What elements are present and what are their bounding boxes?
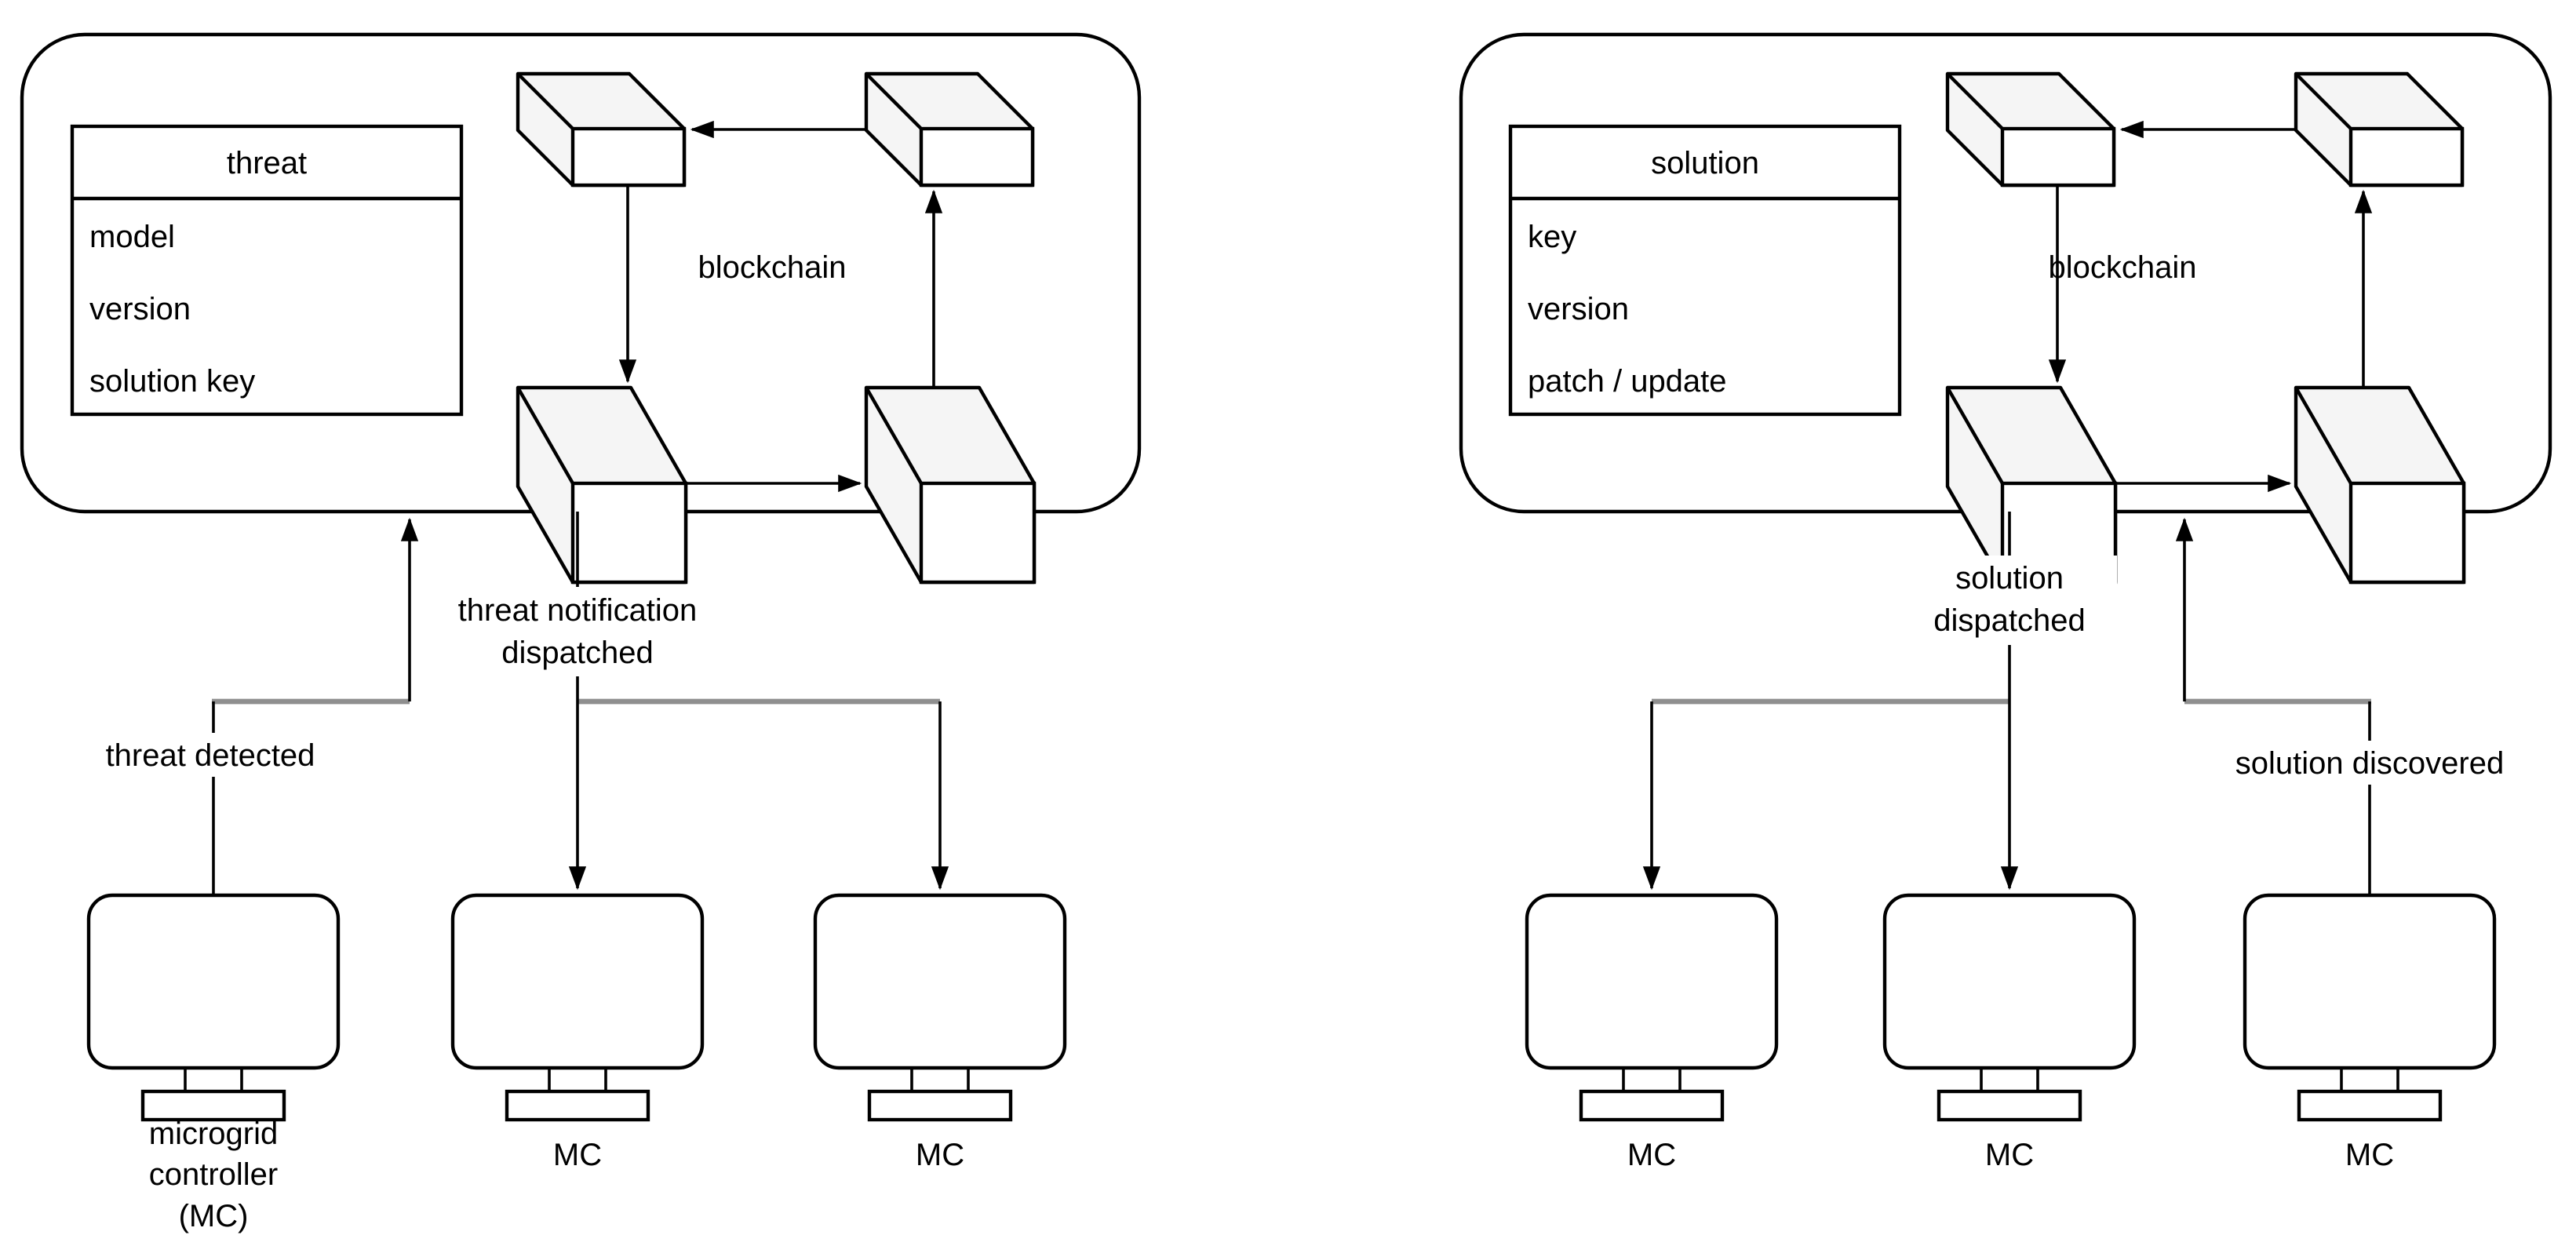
threat-notification-label-line1: threat notification <box>458 593 698 628</box>
monitor-mc6: MC <box>2243 893 2497 1172</box>
left-diagram: threat model version solution key <box>20 32 1142 1233</box>
monitor-screen <box>1882 893 2137 1070</box>
solution-table-row-key: key <box>1528 220 1576 254</box>
monitor-label-line2: controller <box>149 1157 279 1192</box>
threat-table-box <box>70 124 464 417</box>
monitor-label: MC <box>553 1138 602 1172</box>
right-diagram: solution key version patch / update <box>1459 32 2552 1172</box>
monitor-mc4: MC <box>1525 893 1779 1172</box>
right-blockchain-label: blockchain <box>2048 250 2196 285</box>
block-cube <box>864 71 1035 188</box>
solution-table-title: solution <box>1651 146 1759 180</box>
threat-table-row-solution-key: solution key <box>89 364 255 399</box>
monitor-base <box>505 1089 650 1122</box>
left-blockchain-cubes: blockchain <box>516 71 1037 585</box>
monitor-screen <box>813 893 1067 1070</box>
monitor-mc3: MC <box>813 893 1067 1172</box>
block-cube <box>1945 71 2116 188</box>
solution-table-box <box>1508 124 1902 417</box>
threat-record-table: threat model version solution key <box>70 124 464 417</box>
monitor-mc5: MC <box>1882 893 2137 1172</box>
block-cube <box>516 385 688 585</box>
left-connectors: threat detected threat notification disp… <box>91 512 940 895</box>
right-connectors: solution dispatched solution discovered <box>1652 512 2514 895</box>
label-backdrop <box>2227 741 2514 785</box>
monitor-screen <box>86 893 341 1070</box>
monitor-label: MC <box>1627 1138 1676 1172</box>
threat-notification-label-line2: dispatched <box>501 636 653 670</box>
solution-table-row-version: version <box>1528 292 1629 326</box>
block-cube <box>864 385 1037 585</box>
block-cube <box>2294 385 2466 585</box>
solution-record-table: solution key version patch / update <box>1508 124 1902 417</box>
monitor-label: MC <box>916 1138 964 1172</box>
solution-table-row-patch-update: patch / update <box>1528 364 1727 399</box>
monitor-base <box>867 1089 1013 1122</box>
monitor-base <box>2297 1089 2443 1122</box>
monitor-base <box>1579 1089 1725 1122</box>
left-blockchain-label: blockchain <box>698 250 846 285</box>
label-backdrop <box>444 587 711 676</box>
threat-detected-label: threat detected <box>106 738 315 773</box>
monitor-base <box>140 1089 286 1122</box>
label-backdrop <box>1902 556 2117 645</box>
monitor-microgrid-controller: microgrid controller (MC) <box>86 893 341 1233</box>
monitor-label: MC <box>2345 1138 2394 1172</box>
monitor-screen <box>2243 893 2497 1070</box>
block-cube <box>516 71 687 188</box>
monitor-label: MC <box>1985 1138 2034 1172</box>
block-cube <box>2294 71 2465 188</box>
solution-dispatched-label-line2: dispatched <box>1933 603 2085 638</box>
threat-table-row-version: version <box>89 292 191 326</box>
threat-table-row-model: model <box>89 220 175 254</box>
monitor-screen <box>450 893 705 1070</box>
threat-table-title: threat <box>227 146 307 180</box>
solution-dispatched-label-line1: solution <box>1955 561 2064 596</box>
right-blockchain-cubes: blockchain <box>1945 71 2466 585</box>
monitor-screen <box>1525 893 1779 1070</box>
monitor-label-line1: microgrid <box>149 1117 278 1151</box>
monitor-mc2: MC <box>450 893 705 1172</box>
monitor-base <box>1937 1089 2082 1122</box>
solution-discovered-label: solution discovered <box>2235 746 2504 781</box>
monitor-label-line3: (MC) <box>179 1199 249 1233</box>
label-backdrop <box>91 733 330 777</box>
